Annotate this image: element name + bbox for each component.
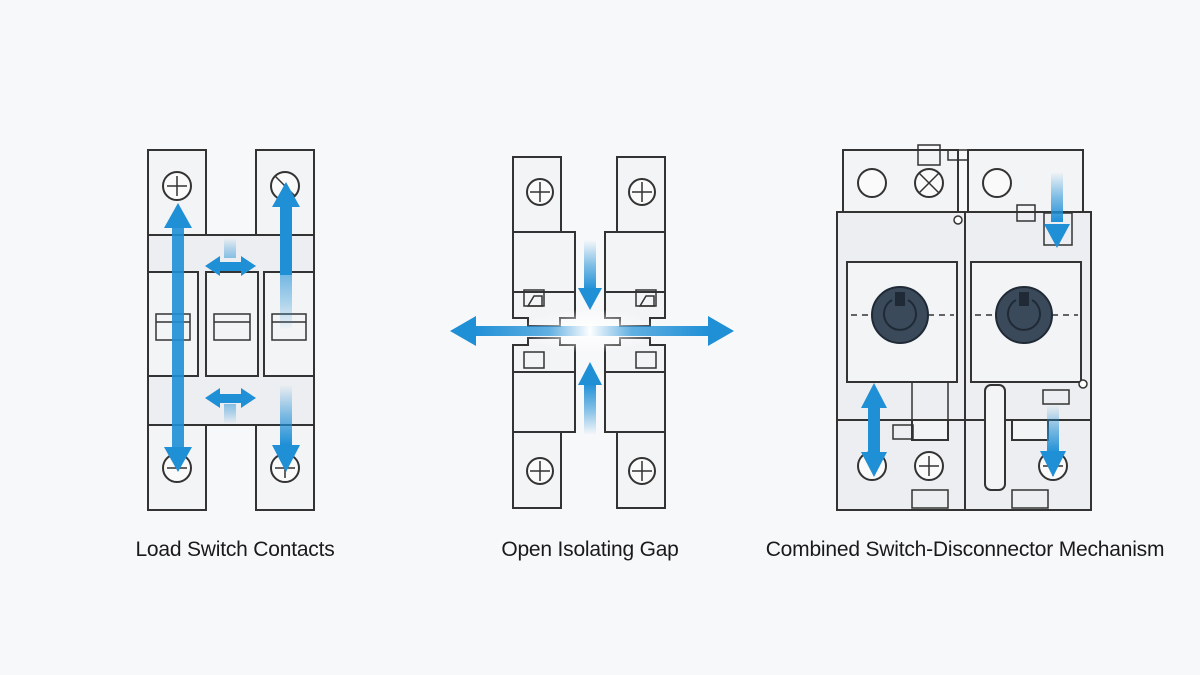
- screw-terminal-icon: [162, 171, 192, 201]
- flow-arrow-icon: [450, 316, 590, 346]
- rotary-knob-icon: [871, 286, 929, 344]
- contact-window-middle: [213, 313, 251, 341]
- flow-arrow-icon: [861, 383, 887, 477]
- panel-combined-switch-disconnector: [836, 144, 1092, 511]
- screw-terminal-icon: [914, 168, 944, 198]
- flow-arrow-icon: [1040, 405, 1066, 477]
- screw-terminal-icon: [914, 451, 944, 481]
- rotary-knob-icon: [995, 286, 1053, 344]
- screw-terminal-icon: [628, 457, 656, 485]
- flow-arrow-icon: [1044, 172, 1070, 248]
- flow-arrow-icon: [164, 203, 192, 472]
- flow-arrow-icon: [205, 388, 256, 424]
- screw-terminal-icon: [526, 457, 554, 485]
- caption-load-switch-contacts: Load Switch Contacts: [135, 538, 335, 561]
- screw-terminal-icon: [982, 168, 1012, 198]
- flow-arrow-icon: [272, 385, 300, 472]
- screw-terminal-icon: [857, 168, 887, 198]
- flow-arrow-icon: [578, 240, 602, 310]
- screw-terminal-icon: [628, 178, 656, 206]
- flow-arrow-icon: [205, 238, 256, 276]
- caption-open-isolating-gap: Open Isolating Gap: [501, 538, 679, 561]
- panel-open-isolating-gap: [450, 156, 734, 509]
- flow-arrow-icon: [578, 362, 602, 435]
- panel-load-switch-contacts: [147, 149, 315, 511]
- flow-arrow-icon: [272, 182, 300, 330]
- caption-combined-switch-disconnector: Combined Switch-Disconnector Mechanism: [765, 538, 1165, 561]
- flow-arrow-icon: [590, 316, 734, 346]
- screw-terminal-icon: [526, 178, 554, 206]
